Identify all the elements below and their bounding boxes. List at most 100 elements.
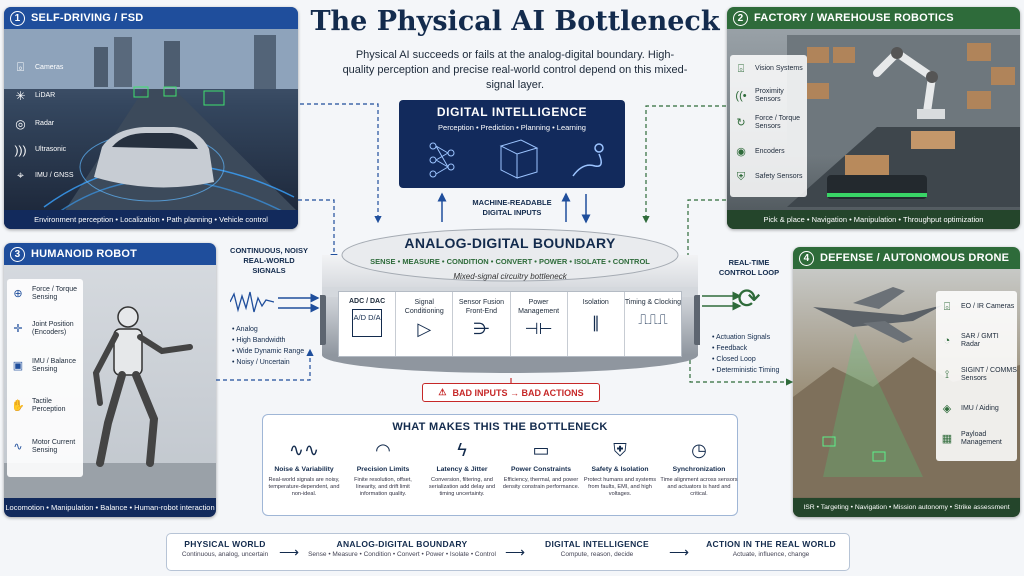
- panel-number: 1: [10, 10, 25, 26]
- sensor-imu-gnss: ⌖IMU / GNSS: [12, 167, 73, 184]
- panel-title: DEFENSE / AUTONOMOUS DRONE: [820, 252, 1010, 264]
- digital-intelligence-box: DIGITAL INTELLIGENCE Perception • Predic…: [399, 100, 625, 188]
- panel-footer: Locomotion • Manipulation • Balance • Hu…: [4, 498, 216, 517]
- humanoid-robot-illustration: [4, 306, 216, 503]
- sensor-cameras: ⌻Cameras: [12, 59, 64, 76]
- car-scene-illustration: [4, 29, 298, 213]
- panel-header: 4 DEFENSE / AUTONOMOUS DRONE: [793, 247, 1020, 269]
- module-signal-conditioning: Signal Conditioning ▷: [396, 292, 454, 356]
- list-item: • Wide Dynamic Range: [232, 348, 305, 355]
- right-control-title: REAL-TIME CONTROL LOOP: [718, 258, 780, 277]
- sensor-vision: ⌻Vision Systems: [733, 61, 803, 77]
- panel-number: 2: [733, 10, 748, 26]
- digital-intelligence-items: Perception • Prediction • Planning • Lea…: [438, 123, 586, 132]
- encoder-icon: ◉: [736, 145, 746, 158]
- analog-digital-boundary: ANALOG-DIGITAL BOUNDARY SENSE • MEASURE …: [320, 215, 700, 375]
- left-signals-list: • Analog • High Bandwidth • Wide Dynamic…: [232, 324, 304, 368]
- sensor-safety: ⛨Safety Sensors: [733, 169, 803, 185]
- warning-icon: ⚠: [438, 387, 447, 397]
- list-item: • Feedback: [712, 345, 748, 352]
- boundary-caption: Mixed-signal circuitry bottleneck: [453, 272, 567, 281]
- panel-factory-robotics: 2 FACTORY / WAREHOUSE ROBOTICS ⌻Vision S…: [727, 7, 1020, 229]
- location-pin-icon: ⌖: [17, 168, 24, 182]
- waveform-icon: [230, 291, 274, 313]
- shield-icon: ⛨: [736, 170, 746, 183]
- control-loop-icon: ⟳: [737, 283, 761, 314]
- page-title: The Physical AI Bottleneck: [310, 6, 720, 37]
- panel-footer: Environment perception • Localization • …: [4, 210, 298, 229]
- panel-footer: ISR • Targeting • Navigation • Mission a…: [793, 498, 1020, 517]
- arrow-icon: ⟶: [669, 544, 690, 560]
- neural-network-icon: [429, 142, 455, 178]
- sensor-proximity: ((•Proximity Sensors: [733, 88, 807, 104]
- sensor-encoders: ◉Encoders: [733, 144, 784, 160]
- list-item: • Analog: [232, 326, 258, 333]
- list-item: • Noisy / Uncertain: [232, 359, 290, 366]
- route-icon: [572, 143, 604, 177]
- sensor-list: ⌻EO / IR Cameras ◔SAR / GMTI Radar ⟟SIGI…: [936, 291, 1017, 461]
- digital-inputs-label: MACHINE-READABLE DIGITAL INPUTS: [472, 198, 552, 217]
- radar-dish-icon: ◔: [943, 334, 951, 347]
- transformer-icon: ∥: [591, 315, 600, 332]
- imu-icon: ▣: [12, 359, 24, 372]
- battery-icon: ▭: [532, 439, 550, 460]
- sensor-payload: ▦Payload Management: [939, 431, 1017, 447]
- boundary-title: ANALOG-DIGITAL BOUNDARY: [404, 235, 616, 251]
- page-subtitle: Physical AI succeeds or fails at the ana…: [342, 49, 688, 91]
- gauge-icon: ◠: [375, 439, 391, 460]
- sensor-imu-balance: ▣IMU / Balance Sensing: [10, 358, 83, 374]
- payload-icon: ▦: [941, 432, 953, 445]
- module-adc-dac: ADC / DAC A/D D/A: [339, 292, 397, 356]
- panel-number: 3: [10, 246, 25, 262]
- sensor-list: ⊕Force / Torque Sensing ✛Joint Position …: [7, 279, 83, 477]
- panel-footer: Pick & place • Navigation • Manipulation…: [727, 210, 1020, 229]
- sensor-radar: ◎Radar: [12, 115, 54, 132]
- crosshair-icon: ⊕: [13, 287, 23, 300]
- list-item: • Actuation Signals: [712, 334, 771, 341]
- panel-header: 1 SELF-DRIVING / FSD: [4, 7, 298, 29]
- right-control-list: • Actuation Signals • Feedback • Closed …: [712, 332, 779, 376]
- module-sensor-fusion: Sensor Fusion Front-End ⋺: [453, 292, 511, 356]
- list-item: • High Bandwidth: [232, 337, 286, 344]
- sensor-lidar: ✳LiDAR: [12, 87, 55, 104]
- panel-title: HUMANOID ROBOT: [31, 248, 138, 260]
- sensor-sar-gmti: ◔SAR / GMTI Radar: [939, 333, 1017, 349]
- module-power-management: Power Management ⊣⊢: [511, 292, 568, 356]
- clock-signal-icon: ⎍⎍⎍: [638, 311, 668, 327]
- panel-title: SELF-DRIVING / FSD: [31, 12, 144, 24]
- sensor-list: ⌻Vision Systems ((•Proximity Sensors ↻Fo…: [730, 55, 807, 197]
- fusion-icon: ⋺: [473, 321, 490, 338]
- arrow-icon: ⟶: [279, 544, 300, 560]
- boundary-modules: ADC / DAC A/D D/A Signal Conditioning ▷ …: [338, 291, 682, 357]
- amplifier-icon: ▷: [417, 319, 432, 339]
- panel-self-driving: 1 SELF-DRIVING / FSD ⌻Cameras ✳LiDAR ◎Ra…: [4, 7, 298, 229]
- panel-number: 4: [799, 250, 814, 266]
- sensor-sigint: ⟟SIGINT / COMMS Sensors: [939, 367, 1017, 383]
- bottleneck-title: WHAT MAKES THIS THE BOTTLENECK: [392, 421, 608, 433]
- camera-icon: ⌻: [943, 300, 951, 313]
- camera-icon: ⌻: [16, 60, 25, 74]
- imu-icon: ◈: [942, 402, 952, 415]
- list-item: • Deterministic Timing: [712, 367, 780, 374]
- panel-defense-drone: 4 DEFENSE / AUTONOMOUS DRONE ⌻EO / IR Ca…: [793, 247, 1020, 517]
- sensor-force-torque: ⊕Force / Torque Sensing: [10, 286, 83, 302]
- sensor-force-torque: ↻Force / Torque Sensors: [733, 115, 807, 131]
- ultrasonic-icon: ))): [14, 142, 27, 157]
- capacitor-icon: ⊣⊢: [524, 321, 553, 338]
- panel-title: FACTORY / WAREHOUSE ROBOTICS: [754, 12, 954, 24]
- antenna-icon: ⟟: [944, 368, 950, 381]
- lightning-icon: ϟ: [457, 439, 467, 460]
- data-cube-icon: [499, 139, 539, 179]
- left-signals-title: CONTINUOUS, NOISY REAL-WORLD SIGNALS: [230, 246, 308, 275]
- sensor-imu-aiding: ◈IMU / Aiding: [939, 401, 999, 417]
- joint-icon: ✛: [13, 322, 23, 335]
- arrow-icon: ⟶: [505, 544, 526, 560]
- waveform-icon: ∿∿: [288, 439, 320, 460]
